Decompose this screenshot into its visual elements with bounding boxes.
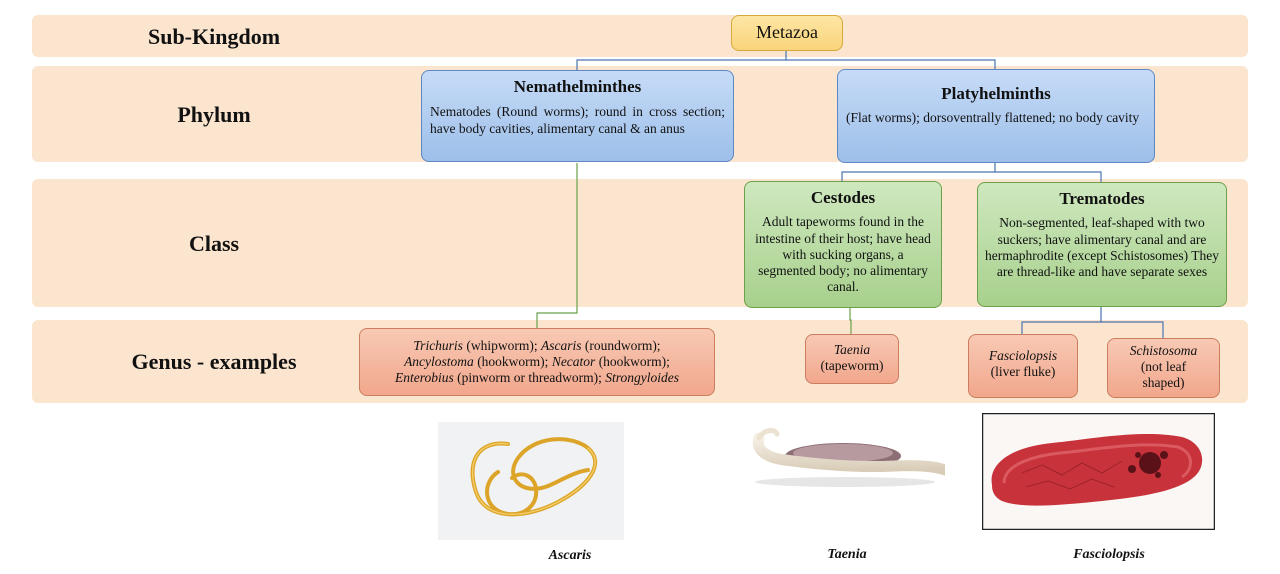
- genus-trichuris: Trichuris: [413, 338, 463, 353]
- cestodes-desc: Adult tapeworms found in the intestine o…: [755, 214, 931, 295]
- genus-nematodes-box: Trichuris (whipworm); Ascaris (roundworm…: [359, 328, 715, 396]
- genus-fasciolopsis-name: Fasciolopsis: [988, 348, 1058, 363]
- caption-taenia: Taenia: [827, 547, 867, 562]
- genus-schistosoma-common: (not leaf shaped): [1140, 359, 1187, 391]
- trematodes-title: Trematodes: [1059, 189, 1145, 208]
- genus-ancylostoma-common: (hookworm);: [473, 354, 552, 370]
- connector-trematodes-schistosoma: [1101, 321, 1164, 338]
- platyhelminths-title: Platyhelminths: [941, 84, 1051, 103]
- genus-strongyloides: Strongyloides: [605, 370, 679, 386]
- genus-enterobius: Enterobius: [395, 370, 454, 386]
- row-label-genus: Genus - examples: [131, 349, 297, 374]
- genus-ascaris: Ascaris: [540, 338, 582, 353]
- genus-taenia-name: Taenia: [833, 342, 871, 357]
- platyhelminths-desc: (Flat worms); dorsoventrally flattened; …: [846, 110, 1140, 126]
- nemathelminthes-box: Nemathelminthes Nematodes (Round worms);…: [421, 70, 734, 162]
- genus-fasciolopsis-box: Fasciolopsis (liver fluke): [968, 334, 1078, 398]
- row-label-class: Class: [188, 231, 240, 256]
- genus-taenia-common: (tapeworm): [820, 358, 884, 374]
- metazoa-box: Metazoa: [731, 15, 843, 51]
- nemathelminthes-title: Nemathelminthes: [513, 77, 642, 96]
- row-label-subkingdom: Sub-Kingdom: [147, 24, 281, 49]
- connector-cestodes-taenia: [849, 308, 852, 334]
- fasciolopsis-image: [982, 413, 1215, 530]
- band-subkingdom: [32, 15, 1248, 57]
- genus-schistosoma-name: Schistosoma: [1129, 343, 1198, 358]
- row-label-phylum: Phylum: [177, 102, 251, 127]
- caption-fasciolopsis: Fasciolopsis: [1073, 547, 1145, 562]
- taenia-image: [752, 428, 945, 487]
- genus-taenia-box: Taenia (tapeworm): [805, 334, 899, 384]
- genus-necator-common: (hookworm);: [595, 354, 670, 370]
- genus-ascaris-common: (roundworm);: [581, 338, 661, 353]
- caption-ascaris: Ascaris: [548, 548, 592, 563]
- genus-fasciolopsis-common: (liver fluke): [990, 364, 1056, 380]
- cestodes-title: Cestodes: [810, 188, 876, 207]
- genus-necator: Necator: [551, 354, 596, 370]
- connector-platy-cestodes: [841, 163, 996, 181]
- ascaris-image: [438, 422, 624, 540]
- trematodes-box: Trematodes Non-segmented, leaf-shaped wi…: [977, 182, 1227, 307]
- trematodes-desc: Non-segmented, leaf-shaped with two suck…: [984, 215, 1220, 279]
- platyhelminths-box: Platyhelminths (Flat worms); dorsoventra…: [837, 69, 1155, 163]
- genus-schistosoma-box: Schistosoma (not leaf shaped): [1107, 338, 1220, 398]
- cestodes-box: Cestodes Adult tapeworms found in the in…: [744, 181, 942, 308]
- connector-nemathelminthes-genus: [536, 163, 578, 328]
- metazoa-label: Metazoa: [756, 22, 818, 42]
- connector-trematodes-fasciolopsis: [1021, 307, 1102, 334]
- connector-metazoa-nemathelminthes: [576, 51, 787, 71]
- genus-ancylostoma: Ancylostoma: [404, 354, 474, 370]
- connector-platy-trematodes: [995, 171, 1102, 182]
- genus-enterobius-common: (pinworm or threadworm);: [453, 370, 606, 386]
- genus-trichuris-common: (whipworm);: [462, 338, 541, 353]
- connector-metazoa-platyhelminths: [786, 59, 996, 70]
- nemathelminthes-desc: Nematodes (Round worms); round in cross …: [430, 104, 725, 136]
